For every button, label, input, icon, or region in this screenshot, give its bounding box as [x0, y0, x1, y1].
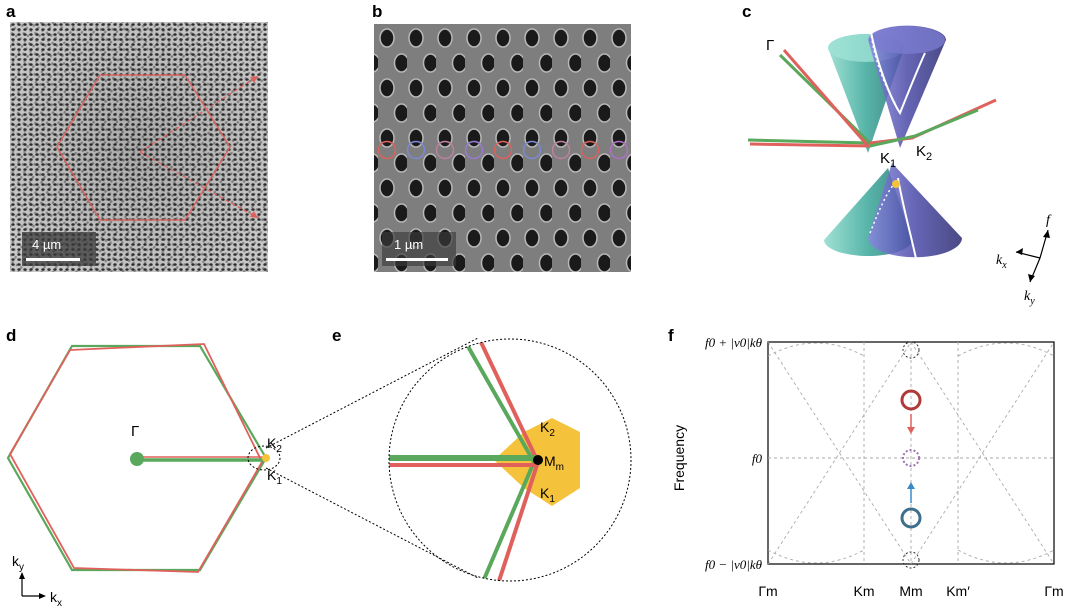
- panel-e-k1-label: K1: [540, 485, 555, 505]
- panel-f-mixed-ring: [902, 449, 920, 467]
- panel-d-axes: [21, 576, 42, 597]
- dirac-point-marker: [892, 180, 900, 188]
- panel-f-red-ring: [900, 389, 922, 411]
- panel-f-ytick-bot: f0 − |v0|kθ: [705, 557, 763, 572]
- panel-d-red-hexagon: [8, 343, 264, 573]
- panel-e-k2-label: K2: [540, 419, 555, 439]
- panel-d-k2-label: K2: [267, 435, 282, 455]
- panel-f-xtick-3: Km′: [946, 583, 970, 599]
- panel-a-dashed-arrow-upper: [139, 75, 259, 153]
- panel-e-zoom-view: K2 Mm K1: [388, 338, 632, 582]
- panel-f-letter: f: [668, 326, 674, 345]
- panel-b-highlighted-row: [377, 140, 629, 160]
- panel-c-gamma-label: Γ: [766, 37, 774, 54]
- panel-e-letter: e: [332, 326, 342, 345]
- panel-a-sem-image: 4 µm: [10, 22, 268, 272]
- panel-e-zoom-circle: [388, 338, 632, 582]
- panel-c-axis-f: f: [1046, 213, 1052, 228]
- panel-f-ytick-top: f0 + |v0|kθ: [705, 335, 763, 350]
- panel-d-k1-label: K1: [267, 467, 282, 487]
- panel-f-xtick-4: Γm: [1044, 583, 1063, 599]
- panel-c-axis-ky: ky: [1024, 289, 1035, 307]
- panel-b-scale-bar: [386, 258, 448, 261]
- panel-c-axis-kx: kx: [996, 253, 1007, 271]
- panel-c-red-path: [749, 49, 872, 148]
- panel-b-sem-image: 1 µm: [374, 24, 631, 272]
- panel-f-xtick-1: Km: [854, 583, 875, 599]
- panel-b-letter: b: [372, 2, 383, 21]
- panel-c-axes-triad: [1015, 229, 1049, 283]
- panel-c-k1-label: K1: [880, 150, 896, 170]
- panel-d-axis-kx: kx: [50, 589, 62, 609]
- panel-c-dirac-cones: Γ K1 K2 f kx ky: [747, 25, 1052, 307]
- brillouin-hexagon-outline: [56, 74, 231, 221]
- panel-a-dashed-arrow-lower: [139, 151, 259, 219]
- panel-a-scale-bar: [26, 258, 80, 261]
- panel-a-scale-label: 4 µm: [32, 237, 61, 252]
- panel-c-letter: c: [742, 2, 752, 21]
- panel-f-frequency-plot: f0 + |v0|kθ f0 f0 − |v0|kθ Frequency Γm …: [671, 335, 1064, 599]
- panel-f-ytick-mid: f0: [752, 451, 763, 466]
- panel-d-yellow-marker: [262, 454, 270, 462]
- panel-d-zoom-circle: [247, 445, 281, 471]
- panel-a-letter: a: [6, 2, 16, 21]
- panel-b-scale-label: 1 µm: [394, 237, 423, 252]
- panel-d-gamma-point: [130, 452, 144, 466]
- panel-d-brillouin-zone: Γ K2 K1 ky kx: [6, 343, 282, 609]
- panel-e-m-point: [533, 455, 543, 465]
- upper-purple-cone: [868, 25, 946, 149]
- panel-c-k2-label: K2: [916, 143, 932, 163]
- panel-f-blue-ring: [900, 507, 922, 529]
- panel-e-m-label: Mm: [544, 453, 564, 473]
- panel-f-ylabel: Frequency: [671, 425, 687, 491]
- panel-f-xtick-0: Γm: [758, 583, 777, 599]
- panel-d-axis-ky: ky: [12, 553, 24, 573]
- panel-f-xtick-2: Mm: [899, 583, 922, 599]
- panel-d-gamma-label: Γ: [131, 423, 139, 440]
- panel-d-letter: d: [6, 326, 17, 345]
